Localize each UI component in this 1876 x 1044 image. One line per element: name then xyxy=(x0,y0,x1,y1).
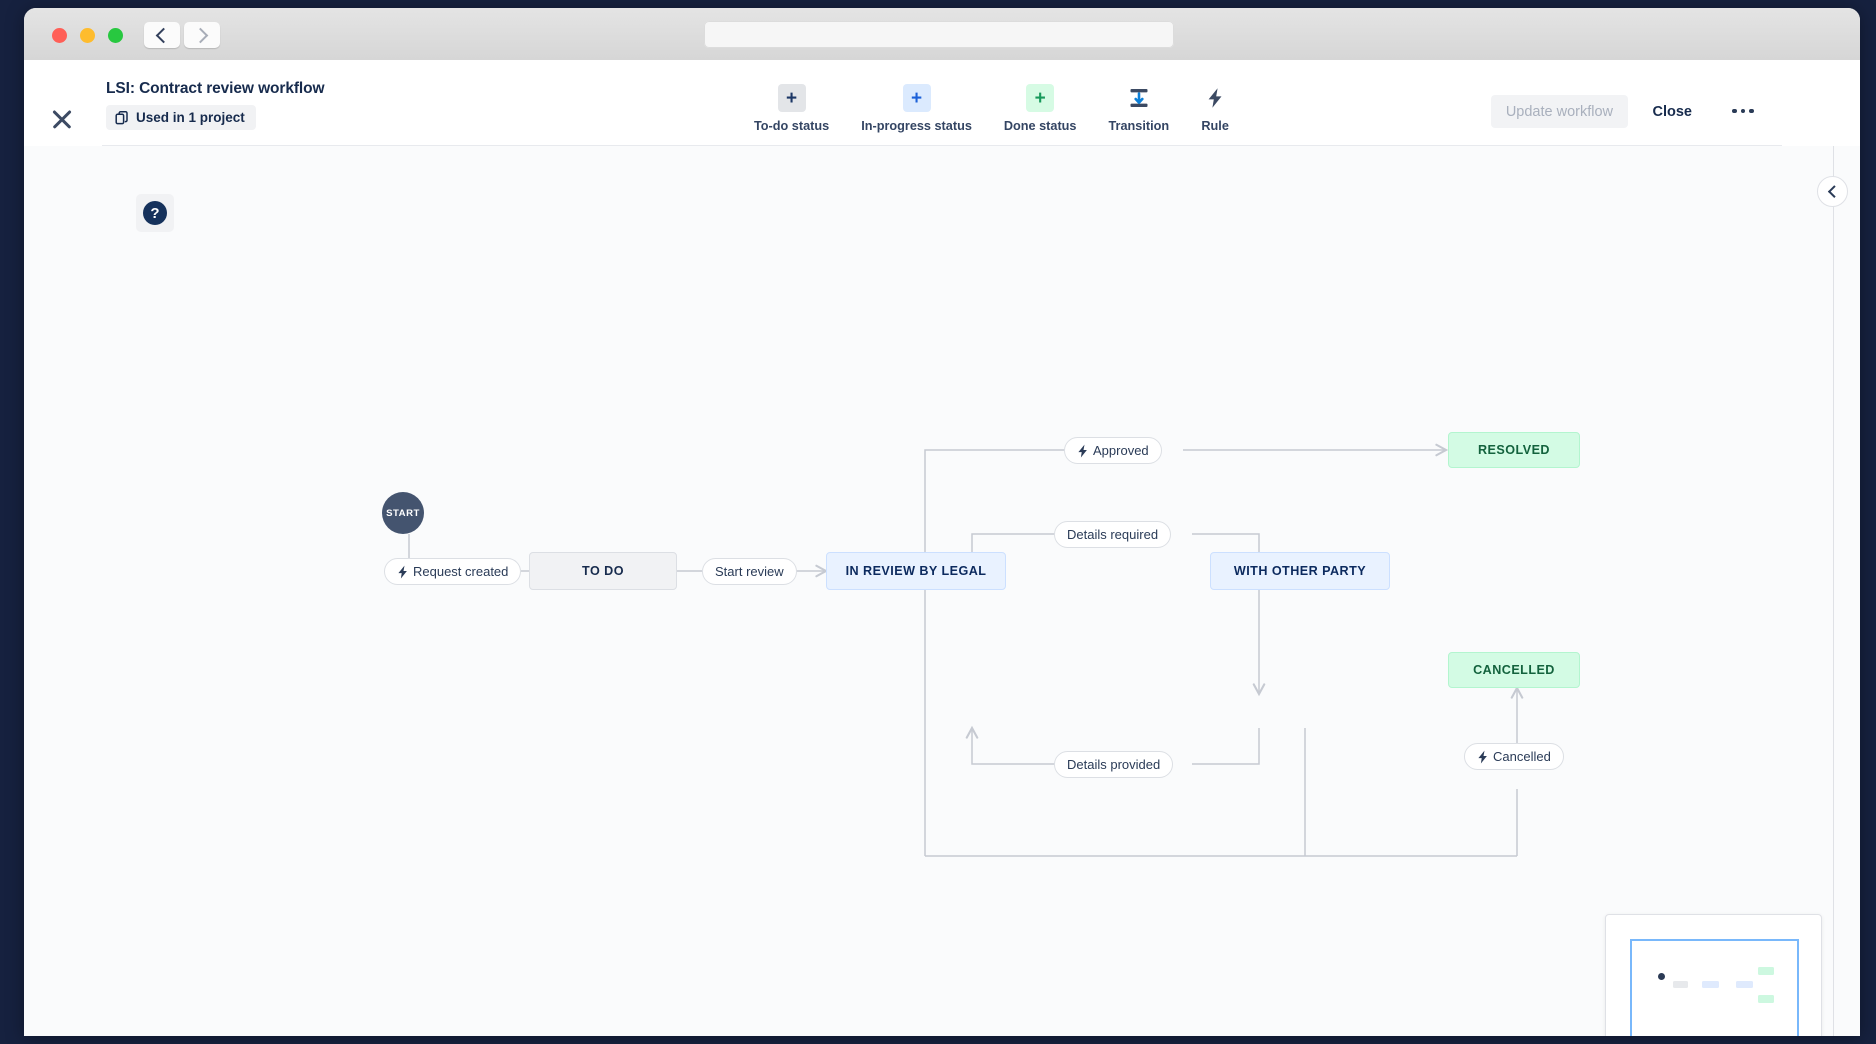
plus-icon: + xyxy=(1026,84,1055,112)
toolbar-label-inprogress-status: In-progress status xyxy=(861,119,972,133)
transition-start-review[interactable]: Start review xyxy=(702,558,797,585)
transition-cancelled[interactable]: Cancelled xyxy=(1464,743,1564,770)
address-bar[interactable] xyxy=(704,21,1174,48)
toolbar-label-done-status: Done status xyxy=(1003,119,1077,133)
lightning-bolt-icon xyxy=(1078,444,1087,457)
edge-details-required-to-withparty xyxy=(1192,533,1266,697)
more-actions-icon[interactable] xyxy=(1726,96,1760,126)
question-mark-icon: ? xyxy=(143,201,167,225)
panel-divider xyxy=(1833,146,1834,1036)
edge-withparty-to-details-provided xyxy=(1192,728,1260,765)
toolbar-label-todo-status: To-do status xyxy=(754,119,830,133)
collapse-panel-button[interactable] xyxy=(1817,176,1848,207)
lightning-bolt-icon xyxy=(1208,88,1222,108)
minimap-node-cancelled xyxy=(1758,995,1774,1003)
chevron-right-icon xyxy=(192,27,209,43)
close-button[interactable]: Close xyxy=(1645,95,1701,128)
status-node-resolved[interactable]: RESOLVED xyxy=(1448,432,1580,468)
help-button[interactable]: ? xyxy=(136,194,174,232)
close-icon[interactable] xyxy=(46,103,78,135)
lightning-bolt-icon xyxy=(398,565,407,578)
transition-label: Request created xyxy=(413,564,509,579)
back-button[interactable] xyxy=(144,22,180,48)
workflow-toolbar: + To-do status + In-progress status + Do… xyxy=(754,84,1229,133)
workflow-graph: START TO DO IN REVIEW BY LEGAL WITH OTHE… xyxy=(24,146,1860,1036)
toolbar-item-transition[interactable]: Transition xyxy=(1108,84,1170,133)
transition-label: Details provided xyxy=(1067,757,1161,772)
transition-icon xyxy=(1130,89,1148,107)
used-in-projects-chip[interactable]: Used in 1 project xyxy=(106,105,256,130)
edge-details-provided-to-inreview xyxy=(965,725,1067,765)
minimap-viewport[interactable] xyxy=(1630,939,1799,1036)
browser-window: LSI: Contract review workflow Used in 1 … xyxy=(24,8,1860,1036)
transition-details-provided[interactable]: Details provided xyxy=(1054,751,1174,778)
page-title: LSI: Contract review workflow xyxy=(106,80,325,97)
minimap-node-todo xyxy=(1673,981,1688,988)
status-node-in-review-by-legal[interactable]: IN REVIEW BY LEGAL xyxy=(826,552,1006,590)
traffic-light-zoom[interactable] xyxy=(108,28,123,43)
transition-label: Approved xyxy=(1093,443,1149,458)
lightning-bolt-icon xyxy=(1478,750,1487,763)
toolbar-item-todo-status[interactable]: + To-do status xyxy=(754,84,829,133)
transition-approved[interactable]: Approved xyxy=(1064,437,1162,464)
transition-details-required[interactable]: Details required xyxy=(1054,521,1172,548)
edge-inreview-to-details-required xyxy=(971,533,1067,554)
minimap-node-with-other-party xyxy=(1736,981,1753,988)
plus-icon: + xyxy=(777,84,806,112)
edge-inreview-to-approved xyxy=(924,449,1114,554)
transition-label: Cancelled xyxy=(1493,749,1551,764)
copy-icon xyxy=(115,110,128,124)
start-node[interactable]: START xyxy=(382,492,424,534)
header-divider xyxy=(102,145,1782,146)
transition-label: Details required xyxy=(1067,527,1159,542)
minimap[interactable] xyxy=(1605,914,1822,1036)
edge-layer xyxy=(408,443,1524,857)
toolbar-item-done-status[interactable]: + Done status xyxy=(1004,84,1077,133)
browser-titlebar xyxy=(24,8,1860,61)
minimap-node-start xyxy=(1658,973,1665,980)
workflow-canvas[interactable]: ? xyxy=(24,146,1860,1036)
toolbar-item-rule[interactable]: Rule xyxy=(1201,84,1229,133)
status-node-cancelled[interactable]: CANCELLED xyxy=(1448,652,1580,688)
status-node-with-other-party[interactable]: WITH OTHER PARTY xyxy=(1210,552,1390,590)
plus-icon: + xyxy=(902,84,931,112)
transition-label: Start review xyxy=(715,564,784,579)
transition-request-created[interactable]: Request created xyxy=(384,558,522,585)
chevron-left-icon xyxy=(155,27,172,43)
traffic-light-close[interactable] xyxy=(52,28,67,43)
minimap-node-in-review xyxy=(1702,981,1719,988)
toolbar-label-transition: Transition xyxy=(1108,119,1170,133)
minimap-node-resolved xyxy=(1758,967,1774,975)
toolbar-item-inprogress-status[interactable]: + In-progress status xyxy=(861,84,972,133)
toolbar-label-rule: Rule xyxy=(1201,119,1229,133)
used-in-projects-label: Used in 1 project xyxy=(136,110,245,125)
title-block: LSI: Contract review workflow Used in 1 … xyxy=(106,80,325,130)
update-workflow-button[interactable]: Update workflow xyxy=(1490,95,1628,128)
traffic-light-minimize[interactable] xyxy=(80,28,95,43)
forward-button[interactable] xyxy=(184,22,220,48)
status-node-todo[interactable]: TO DO xyxy=(529,552,677,590)
